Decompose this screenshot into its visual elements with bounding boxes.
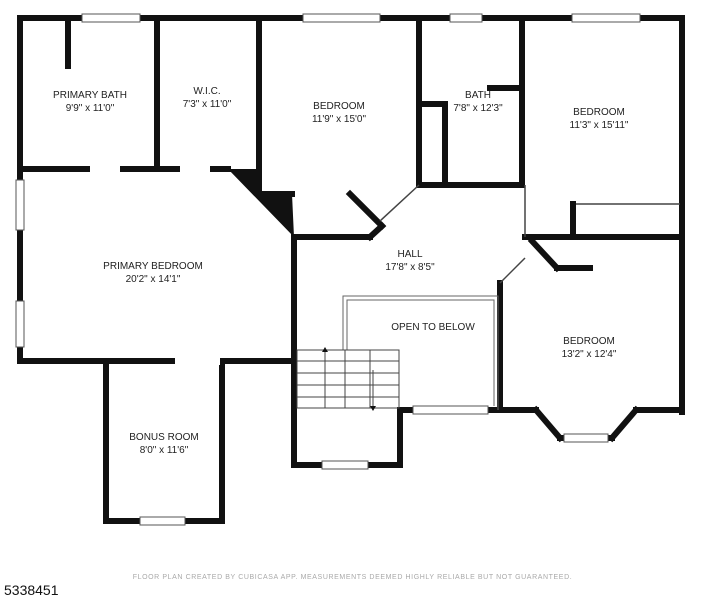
room-dimensions: 11'3" x 15'11" [570, 120, 629, 131]
room-dimensions: 7'3" x 11'0" [183, 99, 232, 110]
room-dimensions: 8'0" x 11'6" [140, 445, 189, 456]
door-openings [90, 165, 220, 365]
railing [342, 295, 499, 410]
room-name: HALL [397, 249, 422, 260]
stair-arrow-icon [322, 347, 328, 352]
room-dimensions: 13'2" x 12'4" [562, 349, 617, 360]
room-dimensions: 11'9" x 15'0" [312, 114, 367, 125]
room-dimensions: 7'8" x 12'3" [453, 103, 503, 114]
angled-walls [379, 184, 680, 284]
room-dimensions: 9'9" x 11'0" [66, 103, 115, 114]
listing-id: 5338451 [4, 582, 59, 598]
open-to-below-label: OPEN TO BELOW [391, 322, 475, 333]
room-name: PRIMARY BEDROOM [103, 261, 203, 272]
room-name: BEDROOM [573, 107, 625, 118]
room-dimensions: 17'8" x 8'5" [385, 262, 435, 273]
room-name: BONUS ROOM [129, 432, 198, 443]
stair-arrow-down-icon [370, 406, 376, 411]
room-name: BATH [465, 90, 491, 101]
room-dimensions: 20'2" x 14'1" [126, 274, 181, 285]
room-name: BEDROOM [313, 101, 365, 112]
disclaimer-note: FLOOR PLAN CREATED BY CUBICASA APP. MEAS… [132, 574, 573, 581]
room-name: W.I.C. [193, 86, 220, 97]
stairs [296, 349, 400, 409]
chase-block [228, 169, 294, 237]
windows [15, 13, 641, 526]
room-name: BEDROOM [563, 336, 615, 347]
room-name: PRIMARY BATH [53, 90, 127, 101]
room-labels: PRIMARY BATH 9'9" x 11'0" W.I.C. 7'3" x … [53, 86, 629, 456]
